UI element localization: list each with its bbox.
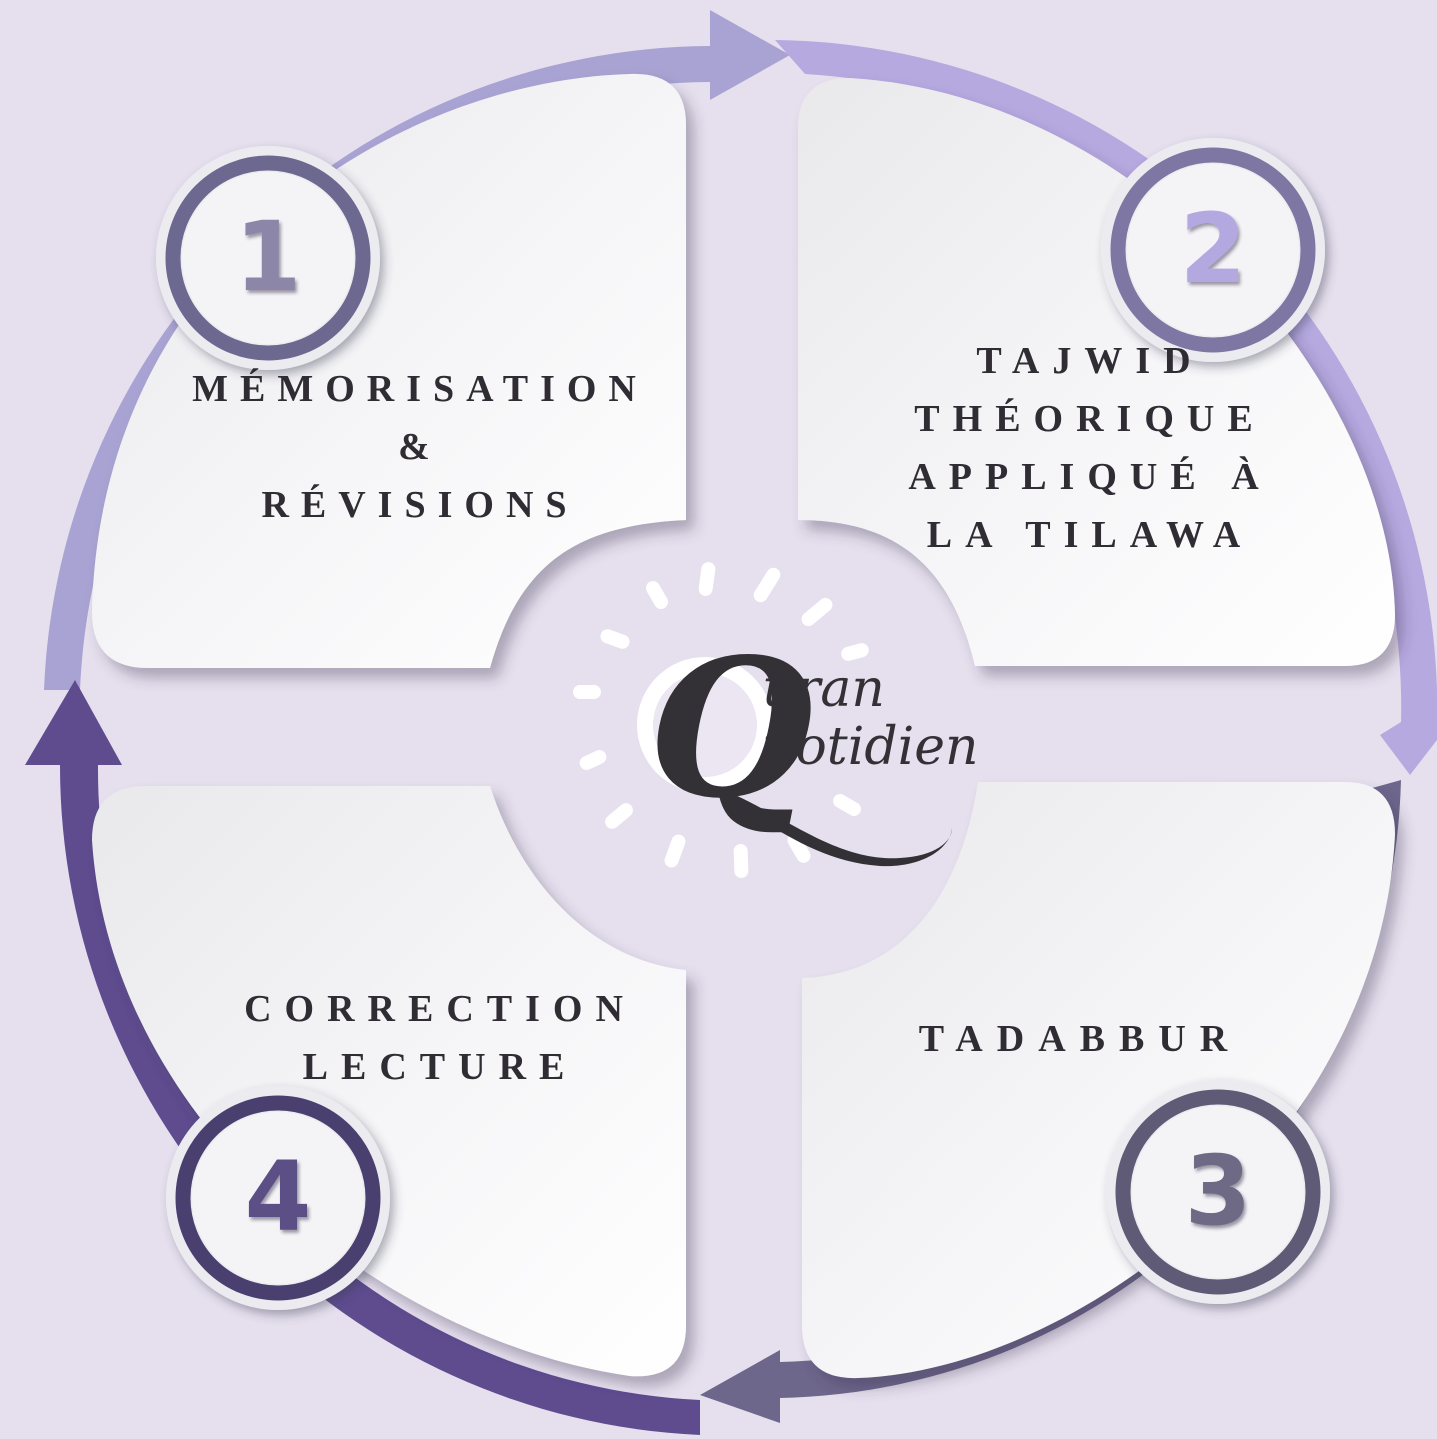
step-3-label: TADABBUR	[880, 1010, 1280, 1068]
step-4-line-2: LECTURE	[302, 1046, 578, 1088]
step-4-line-1: CORRECTION	[244, 988, 636, 1030]
step-1-line-3: RÉVISIONS	[261, 484, 579, 526]
step-2-line-3: APPLIQUÉ À	[908, 456, 1272, 498]
badge-4	[166, 1086, 390, 1310]
card-2	[798, 78, 1395, 666]
step-1-label: MÉMORISATION & RÉVISIONS	[160, 360, 680, 534]
step-3-line-1: TADABBUR	[918, 1018, 1242, 1060]
quadrant-cards	[92, 73, 1395, 1379]
card-1	[92, 73, 686, 669]
card-4	[92, 786, 686, 1377]
logo-line-1: uran	[762, 659, 885, 719]
step-2-number: 2	[1180, 193, 1247, 305]
step-2-label: TAJWID THÉORIQUE APPLIQUÉ À LA TILAWA	[880, 332, 1300, 564]
step-4-number: 4	[245, 1141, 312, 1253]
badge-1	[156, 146, 380, 370]
step-2-line-4: LA TILAWA	[926, 514, 1254, 556]
sunburst-rays	[573, 562, 869, 878]
step-2-line-2: THÉORIQUE	[914, 398, 1266, 440]
step-1-number: 1	[235, 201, 302, 313]
logo-letter: Q	[648, 617, 814, 840]
step-2-line-1: TAJWID	[976, 340, 1204, 382]
step-1-line-2: &	[398, 426, 442, 468]
badge-3	[1106, 1080, 1330, 1304]
step-4-label: CORRECTION LECTURE	[200, 980, 680, 1096]
badge-2	[1101, 138, 1325, 362]
card-3	[802, 782, 1395, 1379]
step-3-number: 3	[1185, 1135, 1252, 1247]
logo-swash	[735, 795, 952, 867]
step-1-line-1: MÉMORISATION	[192, 368, 648, 410]
logo-line-2: uotidien	[762, 717, 979, 777]
